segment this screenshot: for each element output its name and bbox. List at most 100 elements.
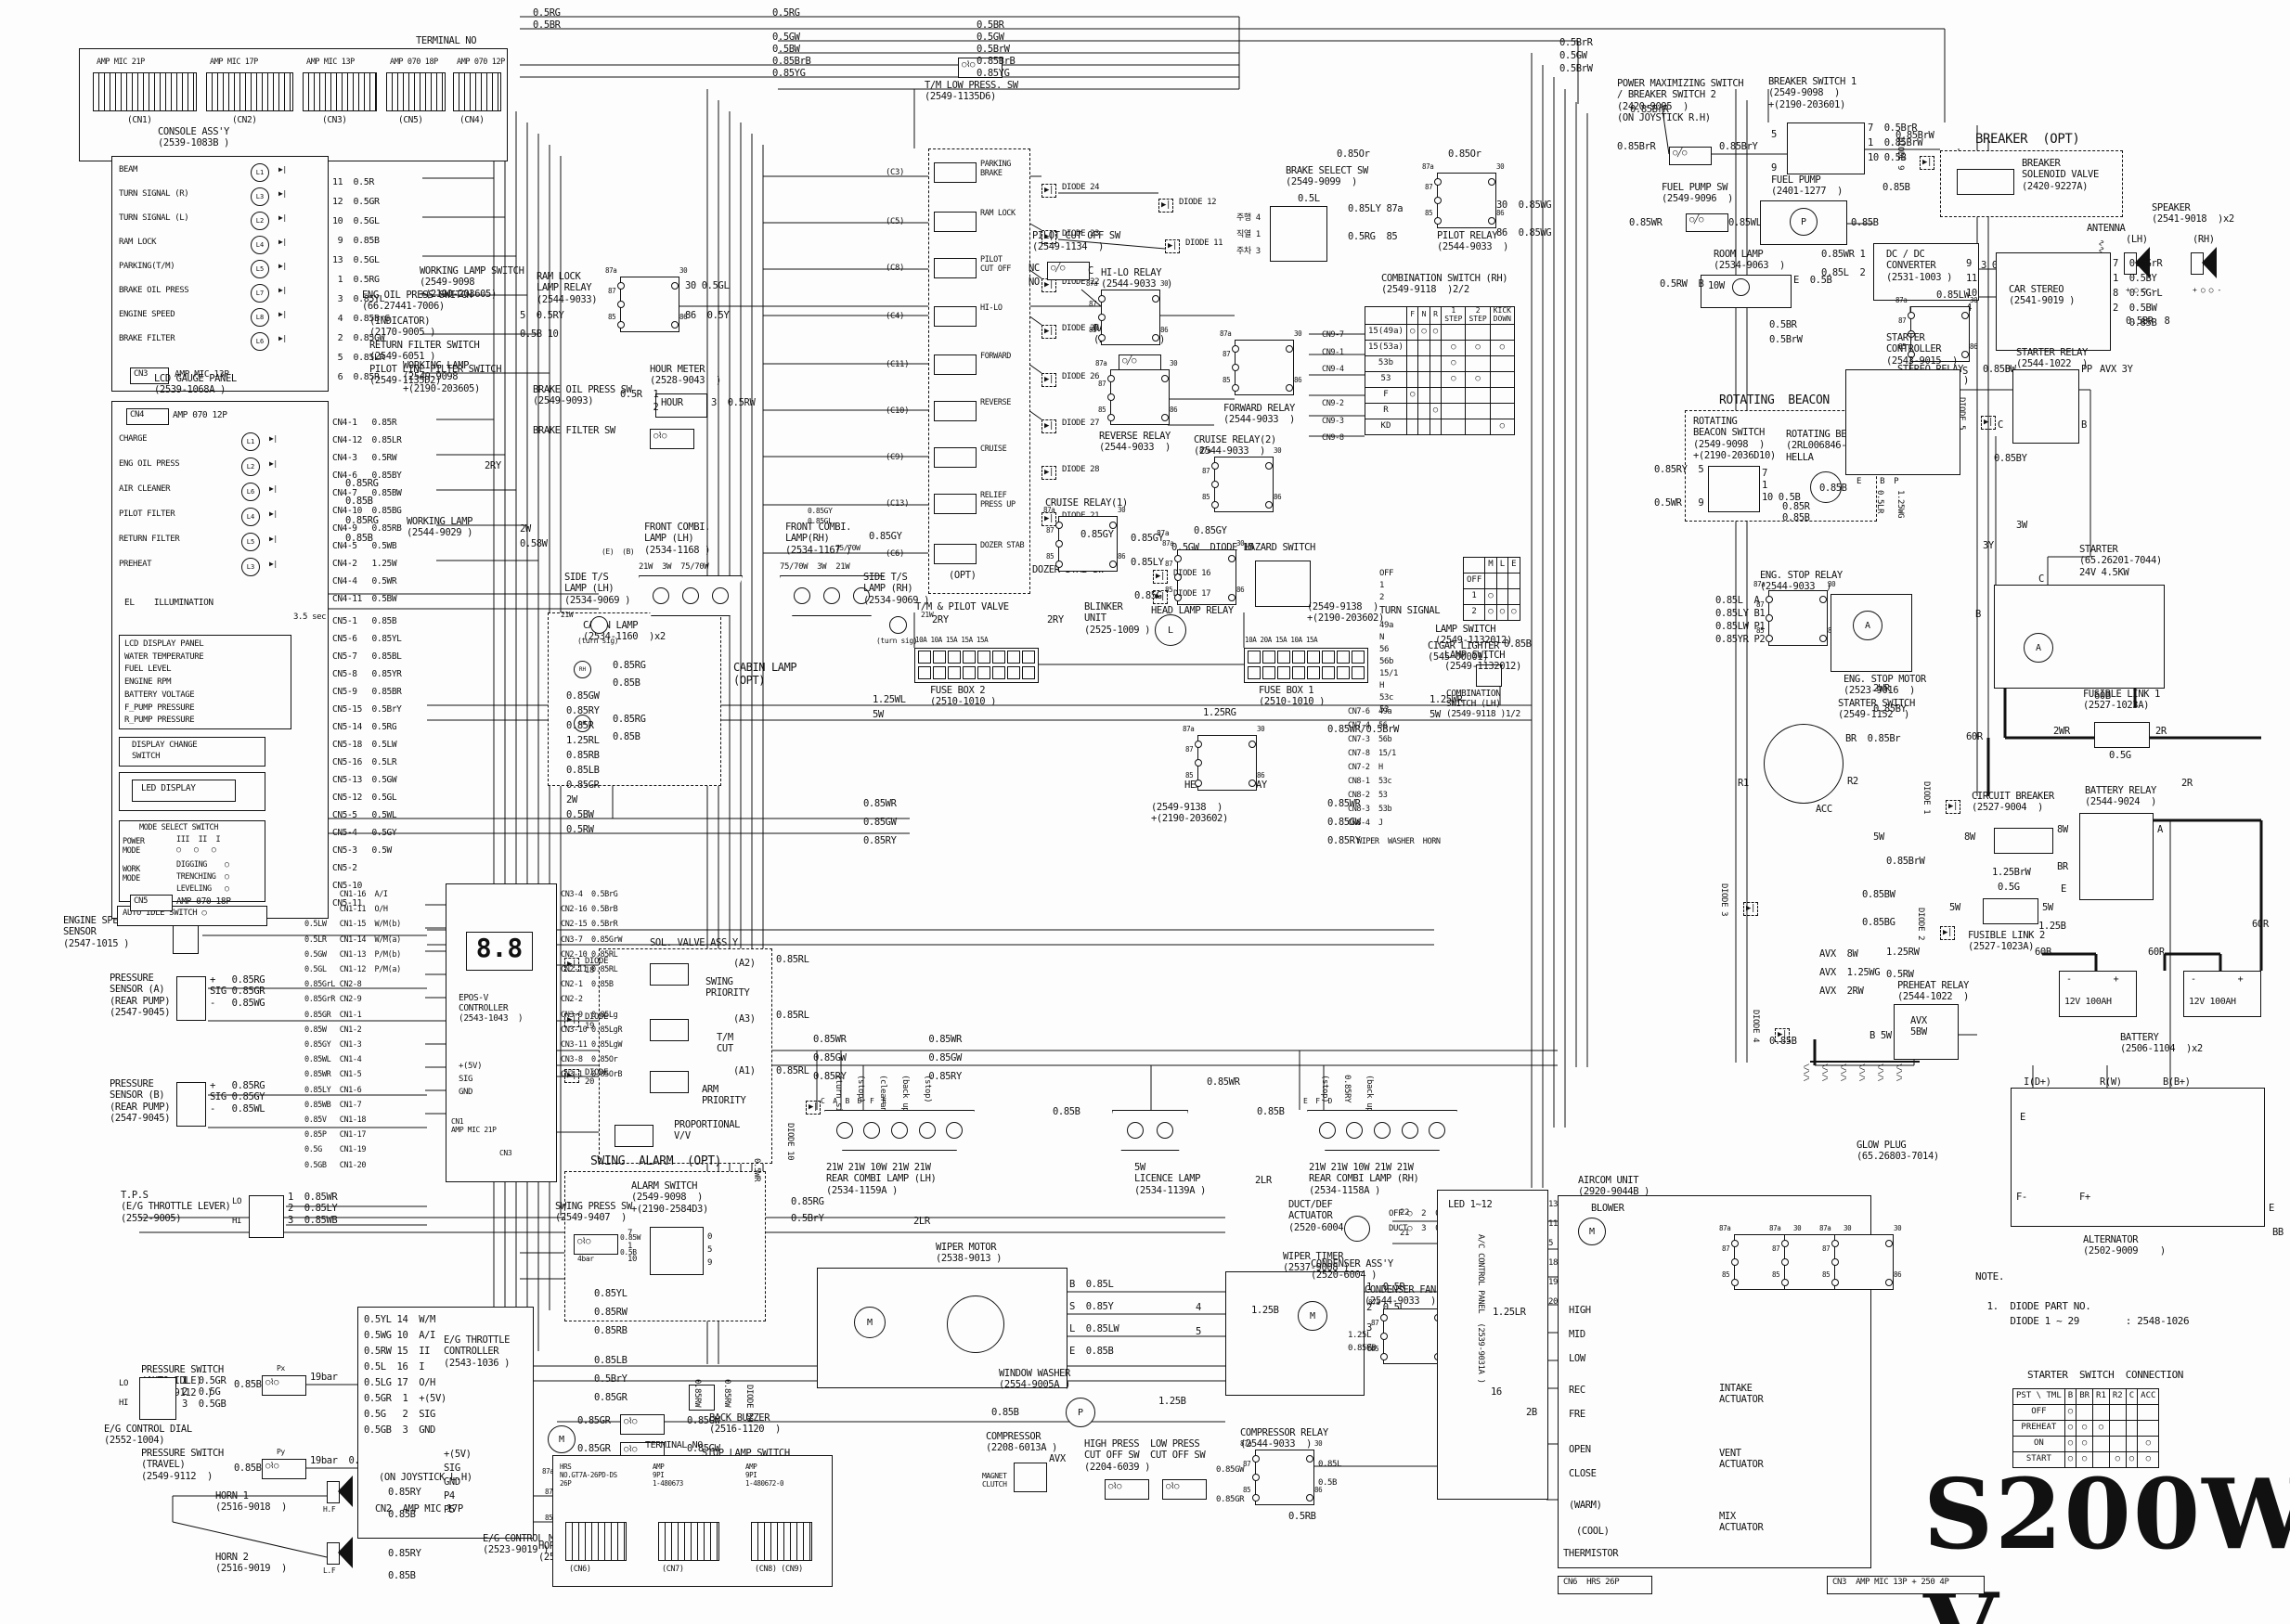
text-label: DIODE 4 xyxy=(1751,1010,1760,1043)
text-label: 0.85BrW xyxy=(1895,130,1934,141)
relay-terminal: 30 xyxy=(1257,725,1265,733)
text-label: THERMISTOR xyxy=(1563,1548,1619,1559)
bulb-icon xyxy=(1373,1122,1391,1139)
text-label: + ○ ○ - xyxy=(2126,286,2154,294)
cn4-name: AMP 070 12P xyxy=(173,410,227,420)
indicator-lamp: L2 xyxy=(241,458,260,476)
terminal-dot xyxy=(1781,1240,1789,1247)
antenna: ANTENNA xyxy=(2087,223,2126,234)
terminal-dot xyxy=(1252,1494,1260,1502)
solenoid-code: (C9) xyxy=(886,453,905,462)
starter-controller: STARTER CONTROLLER (2543-9015 ) xyxy=(1886,332,1958,367)
terminal-no-bottom: TERMINAL NO xyxy=(645,1440,703,1450)
press-cut-off-sw: HIGH PRESS LOW PRESS CUT OFF SW CUT OFF … xyxy=(1084,1438,1206,1473)
relay-terminal: 85 xyxy=(1046,552,1054,561)
relay-terminal: 87 xyxy=(1165,560,1173,568)
text-label: C A B D F E xyxy=(821,1097,886,1105)
cn5-label: CN5 xyxy=(134,896,149,906)
terminal-dot xyxy=(1228,594,1236,601)
pressure-switch-travel: PRESSURE SWITCH (TRAVEL) (2549-9112 ) xyxy=(141,1448,224,1482)
text-label: 21W xyxy=(561,611,574,619)
power-mode-options: III II I ○ ○ ○ xyxy=(176,835,221,855)
licence-lamp-sym xyxy=(1112,1110,1188,1151)
indicator-lamp: L4 xyxy=(251,236,269,254)
relay-terminal: 86 xyxy=(1118,552,1126,561)
sheet-title: S200W-V xyxy=(1923,1457,2290,1624)
text-label: CABIN LAMP (OPT) xyxy=(733,661,797,688)
terminal-dot xyxy=(1781,1258,1789,1266)
battery-rating: 12V 100AH xyxy=(2189,997,2236,1007)
terminal-dot xyxy=(1174,555,1182,562)
text-label: (2549-9138 ) +(2190-203602) xyxy=(1151,802,1228,825)
text-label: 5W xyxy=(1873,831,1884,843)
text-label: 0.85RY 0.85RY xyxy=(813,1071,962,1082)
solenoid-label: FORWARD xyxy=(980,352,1012,361)
indicator-lamp: L5 xyxy=(251,260,269,278)
bottom-connector-name: AMP 9PI 1-480673 xyxy=(653,1463,683,1488)
text-label: 0.85W 0.5B xyxy=(620,1233,641,1257)
text-label: 0.85LW xyxy=(1936,290,1970,301)
relay-terminal: 86 xyxy=(1970,342,1978,351)
part xyxy=(1708,466,1760,512)
text-label: FUSE BOX 2 (2510-1010 ) xyxy=(930,685,997,708)
diode-icon: ▶| xyxy=(1920,156,1935,170)
indicator-lamp: L6 xyxy=(241,483,260,501)
solenoid-label: PARKING BRAKE xyxy=(980,160,1012,178)
text-label: E B P xyxy=(1857,477,1899,486)
illumination-label: EL ILLUMINATION xyxy=(124,598,213,608)
text-label: C xyxy=(1998,419,2003,431)
terminal-dot xyxy=(617,301,625,308)
hi-lo-relay-label: HI-LO RELAY (2544-9033 ) xyxy=(1101,267,1172,290)
pressure-contacts: ○⌇○ xyxy=(962,60,976,70)
speaker-label: L.F xyxy=(323,1566,336,1575)
terminal-dot xyxy=(1249,780,1256,787)
eg-throttle-controller xyxy=(357,1307,534,1539)
text-label: 0.85R 0.85B xyxy=(1782,501,1810,523)
connector-name: AMP 070 18P xyxy=(390,58,438,67)
text-label: D xyxy=(2005,364,2011,375)
condenser-assy: CONDENSER ASS'Y (2520-6004 ) xyxy=(1311,1258,1393,1282)
console-footer: AMP MIC 13P xyxy=(175,369,229,380)
terminal-dot xyxy=(671,321,679,329)
text-label: 7 1 10 xyxy=(627,1229,638,1264)
relay-terminal: 87a xyxy=(1719,1224,1731,1232)
relay-terminal: 30 xyxy=(1894,1224,1902,1232)
text-label: 19bar xyxy=(310,1372,338,1383)
circuit-breaker: CIRCUIT BREAKER (2527-9004 ) xyxy=(1972,791,2054,814)
cn4-tag xyxy=(126,408,169,425)
epos-cn1: CN1 AMP MIC 21P xyxy=(451,1117,497,1134)
fuse xyxy=(1022,651,1035,664)
press-label: Py xyxy=(277,1448,285,1456)
text-label: 21W 3W 75/70W xyxy=(639,562,709,572)
text-label: 0.85BW xyxy=(1983,364,2016,375)
relay-terminal: 86 xyxy=(1170,406,1178,414)
speaker-label: H.F xyxy=(323,1505,336,1514)
part xyxy=(173,921,199,954)
text-label: 0.85WR xyxy=(1629,217,1663,228)
switch-contacts: ○╱○ xyxy=(1051,264,1066,273)
pressure-switch-icon xyxy=(574,1234,618,1255)
text-label: 2W 0.58W xyxy=(520,523,548,549)
text-label: 7 0.5GrR 1 0.5BY 8 0.5GrL 2 0.5BW 0.85B xyxy=(2113,258,2163,329)
relay-terminal: 30 xyxy=(1294,329,1302,338)
text-label: HEAD LAMP RELAY xyxy=(1151,605,1234,616)
glow-plug-element: \/\/\ xyxy=(1858,1063,1866,1082)
diode-label: DIODE 27 xyxy=(1062,419,1100,428)
rear-combi-lamp-rh: 21W 21W 10W 21W 21W REAR COMBI LAMP (RH)… xyxy=(1309,1162,1419,1196)
text-label: 0 5 9 xyxy=(707,1232,713,1268)
part xyxy=(655,393,707,418)
text-label: 0.5R 1 2 xyxy=(620,389,659,413)
terminal-dot xyxy=(1195,741,1202,748)
text-label: (OPT) xyxy=(949,570,977,581)
switch-icon xyxy=(1047,262,1090,280)
solenoid-valve xyxy=(934,447,977,468)
text-label: 1.25LR xyxy=(1493,1307,1526,1318)
diode-icon: ▶| xyxy=(1041,278,1057,292)
relay-terminal: 86 xyxy=(679,313,688,321)
relay-terminal: 85 xyxy=(1898,342,1907,351)
bulb-icon xyxy=(863,1122,881,1139)
text-label: (stop) xyxy=(923,1075,932,1103)
terminal-dot xyxy=(1766,596,1773,603)
lamp-switch: LAMP SWITCH (2549-1132012) xyxy=(1435,624,1512,647)
terminal-dot xyxy=(1109,561,1117,568)
